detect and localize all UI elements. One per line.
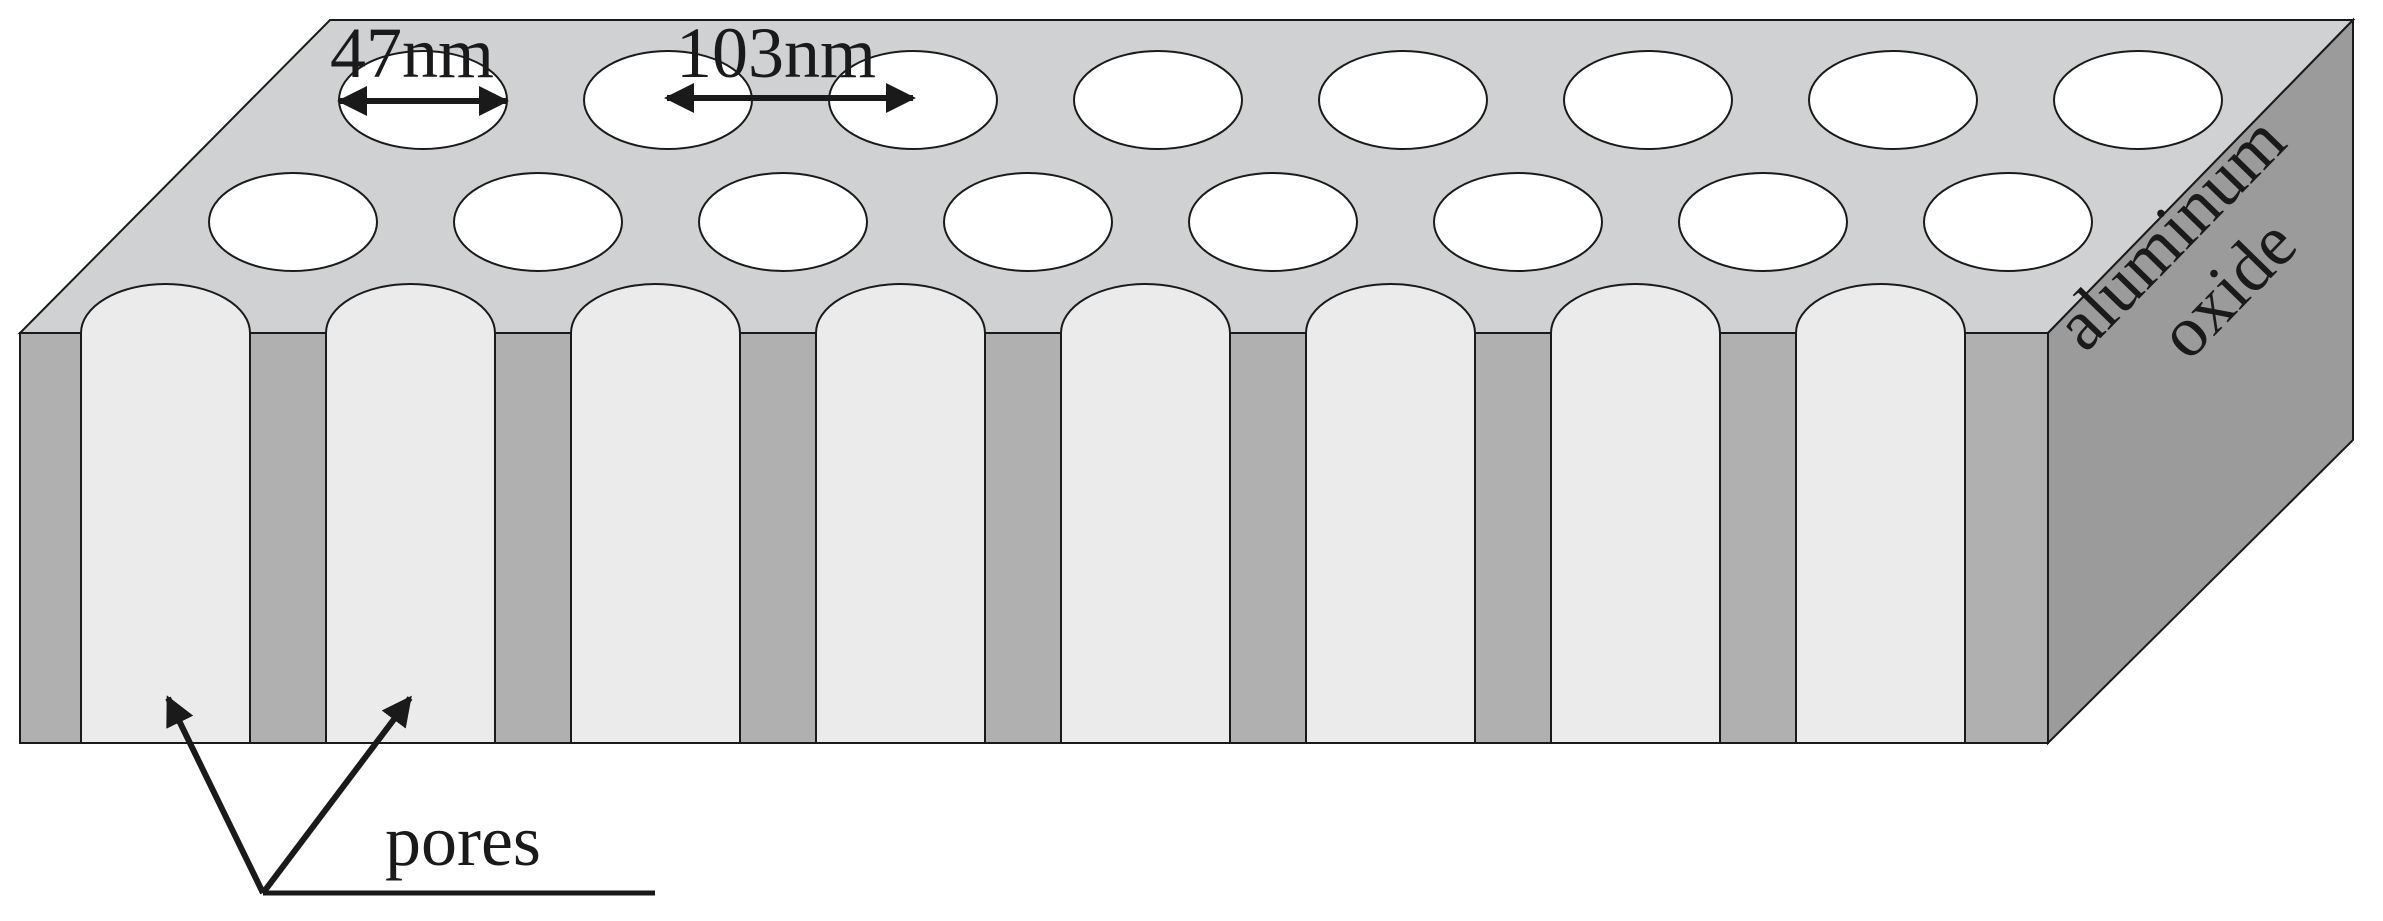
front-face	[19, 332, 2049, 744]
pore-channel	[1550, 283, 1721, 744]
pore-channel	[570, 283, 741, 744]
pore-opening	[1318, 50, 1488, 150]
pore-spacing-label: 103nm	[676, 13, 876, 93]
pores-label: pores	[385, 801, 541, 881]
front-pore-channels	[80, 283, 1966, 744]
pore-channel	[80, 283, 251, 744]
pore-opening	[1923, 172, 2093, 272]
pore-diameter-label: 47nm	[330, 13, 494, 93]
pore-opening	[2053, 50, 2223, 150]
pore-opening	[943, 172, 1113, 272]
pore-opening	[1563, 50, 1733, 150]
pore-channel	[1795, 283, 1966, 744]
pore-channel	[815, 283, 986, 744]
pore-opening	[1808, 50, 1978, 150]
pore-opening	[1188, 172, 1358, 272]
pore-channel	[1060, 283, 1231, 744]
top-pore-openings	[208, 50, 2223, 272]
pore-opening	[208, 172, 378, 272]
pore-opening	[453, 172, 623, 272]
pore-channel	[1305, 283, 1476, 744]
pore-opening	[1073, 50, 1243, 150]
pore-opening	[1678, 172, 1848, 272]
pore-channel	[325, 283, 496, 744]
pore-opening	[698, 172, 868, 272]
pores-pointer-left	[165, 695, 266, 895]
pore-opening	[1433, 172, 1603, 272]
pores-pointer-right	[260, 695, 413, 895]
